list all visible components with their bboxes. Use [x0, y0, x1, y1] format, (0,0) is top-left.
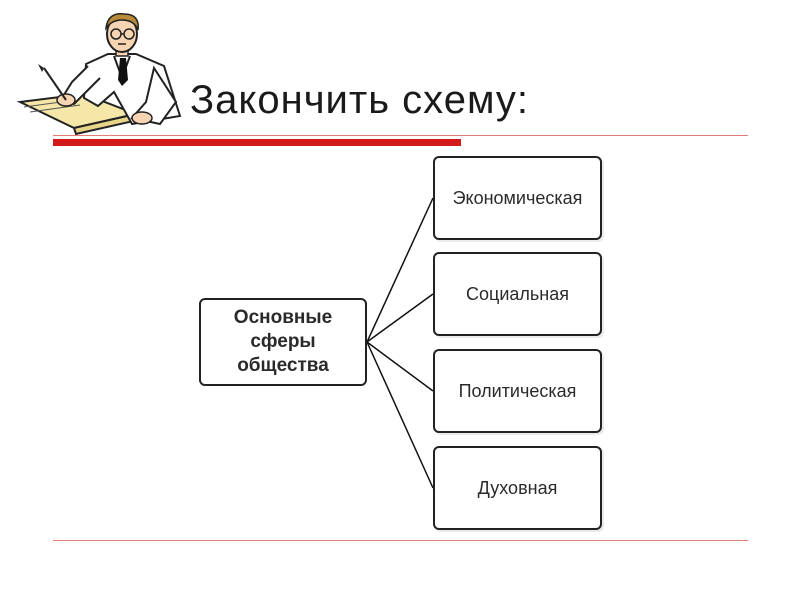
node-social: Социальная	[433, 252, 602, 336]
root-node-line-2: сферы	[250, 331, 316, 353]
node-spiritual-label: Духовная	[477, 477, 558, 498]
node-economic: Экономическая	[433, 156, 602, 240]
bottom-divider	[53, 540, 748, 541]
slide-title: Закончить схему:	[190, 78, 530, 122]
root-node-line-1: Основные	[233, 307, 333, 329]
top-divider-thin	[53, 135, 748, 136]
writing-scholar-icon	[16, 13, 182, 136]
connector-economic	[366, 197, 434, 343]
node-political-label: Политическая	[458, 380, 577, 401]
node-social-label: Социальная	[466, 283, 569, 304]
root-node-line-3: общества	[237, 354, 329, 376]
connector-political	[366, 341, 434, 392]
node-political: Политическая	[433, 349, 602, 433]
connector-spiritual	[366, 341, 434, 489]
connector-social	[366, 293, 434, 343]
title-accent-bar	[53, 139, 461, 146]
node-economic-label: Экономическая	[452, 187, 583, 208]
root-node-main-spheres: Основные сферы общества	[199, 298, 367, 386]
node-spiritual: Духовная	[433, 446, 602, 530]
